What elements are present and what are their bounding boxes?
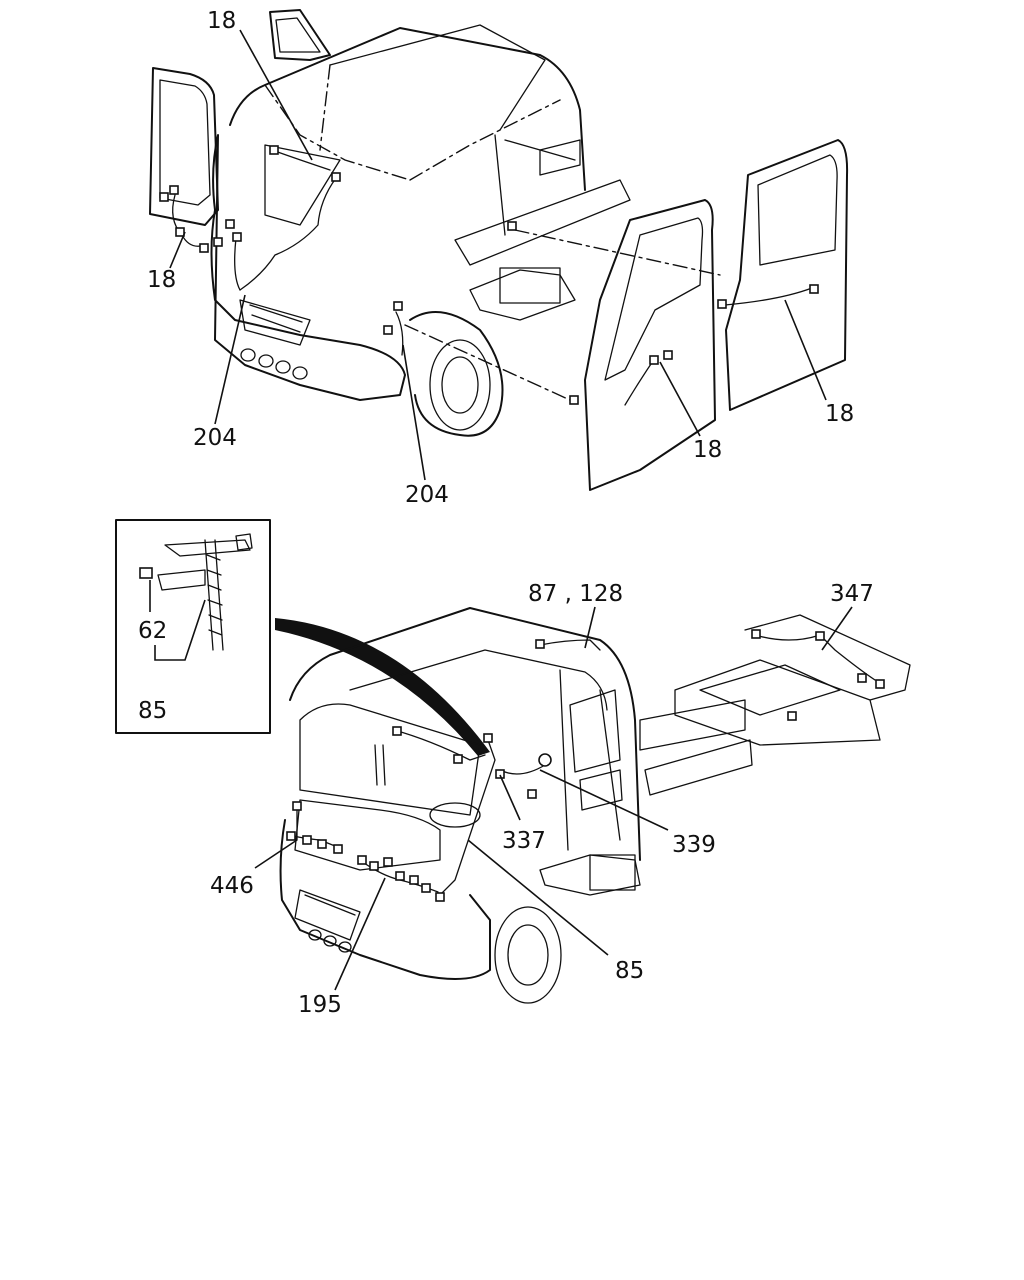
callout-204-left: 204 xyxy=(193,425,237,451)
inset-detail-box xyxy=(115,519,271,734)
leader-lines-bottom xyxy=(254,606,853,991)
cab-illustration-bottom xyxy=(279,607,911,1004)
callout-18-right: 18 xyxy=(825,401,854,427)
detail-pointer-arrow xyxy=(275,618,490,756)
callout-18-left: 18 xyxy=(147,267,176,293)
callout-347: 347 xyxy=(830,581,874,607)
callout-62: 62 xyxy=(138,618,167,644)
connectors-top xyxy=(159,145,819,405)
callout-labels: 18 18 204 204 18 18 87 , 128 347 62 85 3… xyxy=(138,8,874,1018)
callout-87-128: 87 , 128 xyxy=(528,581,623,607)
callout-339: 339 xyxy=(672,832,716,858)
callout-204-center: 204 xyxy=(405,482,449,508)
callout-85: 85 xyxy=(615,958,644,984)
connectors-bottom xyxy=(286,629,885,902)
callout-85-inset: 85 xyxy=(138,698,167,724)
callout-446: 446 xyxy=(210,873,254,899)
leader-lines-top xyxy=(169,29,827,481)
callout-195: 195 xyxy=(298,992,342,1018)
callout-18-top: 18 xyxy=(207,8,236,34)
callout-337: 337 xyxy=(502,828,546,854)
cab-illustration-top xyxy=(149,9,849,491)
callout-18-door: 18 xyxy=(693,437,722,463)
